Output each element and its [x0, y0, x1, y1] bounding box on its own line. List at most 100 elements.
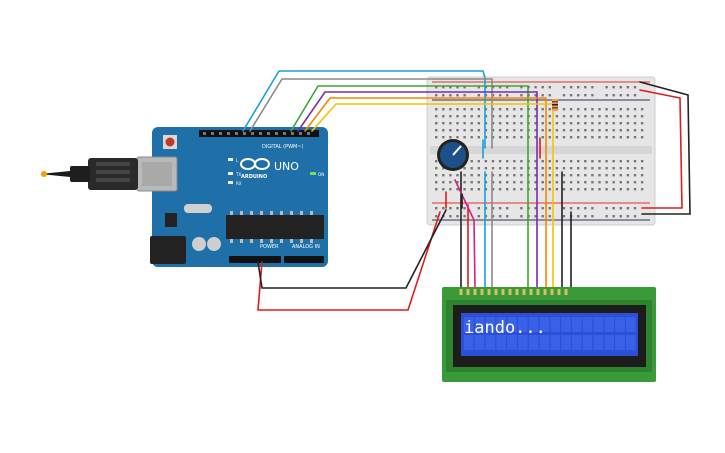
terminal-hole	[626, 122, 630, 125]
terminal-hole	[591, 174, 594, 177]
wire-red-rail[interactable]	[639, 89, 683, 209]
lcd-pin[interactable]	[473, 289, 477, 295]
terminal-hole	[484, 122, 488, 125]
terminal-hole	[626, 115, 630, 118]
lcd-pin[interactable]	[529, 289, 533, 295]
terminal-hole	[584, 167, 587, 170]
digital-pin[interactable]	[307, 132, 310, 135]
terminal-hole	[598, 122, 601, 125]
terminal-hole	[562, 122, 566, 125]
terminal-hole	[555, 122, 559, 125]
lcd-cell	[518, 335, 528, 350]
terminal-hole	[484, 136, 488, 139]
rail-hole	[463, 215, 466, 218]
digital-pin[interactable]	[203, 132, 206, 135]
terminal-hole	[498, 188, 502, 191]
terminal-hole	[442, 129, 445, 132]
digital-pin[interactable]	[259, 132, 262, 135]
terminal-hole	[541, 136, 544, 139]
wire-black-gnd[interactable]	[257, 209, 447, 289]
terminal-hole	[534, 136, 537, 139]
rail-hole	[534, 86, 537, 89]
terminal-hole	[506, 108, 509, 111]
potentiometer-knob-icon[interactable]	[437, 139, 469, 171]
digital-pin[interactable]	[219, 132, 222, 135]
digital-pin[interactable]	[251, 132, 254, 135]
lcd-pin[interactable]	[501, 289, 505, 295]
lcd-pin[interactable]	[536, 289, 540, 295]
lcd-character-cells	[464, 317, 636, 350]
terminal-hole	[577, 160, 580, 163]
terminal-hole	[435, 160, 438, 163]
resistor-icon[interactable]	[552, 99, 558, 111]
terminal-hole	[435, 181, 438, 184]
terminal-hole	[513, 167, 516, 170]
terminal-hole	[477, 181, 480, 184]
rail-hole	[442, 86, 445, 89]
wire-blue[interactable]	[242, 70, 486, 149]
digital-pin[interactable]	[243, 132, 246, 135]
lcd-pin[interactable]	[487, 289, 491, 295]
lcd-pin[interactable]	[494, 289, 498, 295]
digital-pin[interactable]	[211, 132, 214, 135]
terminal-hole	[491, 122, 495, 125]
lcd-pin[interactable]	[508, 289, 512, 295]
lcd-pin[interactable]	[459, 289, 463, 295]
digital-pin[interactable]	[275, 132, 278, 135]
terminal-hole	[598, 174, 601, 177]
digital-pin[interactable]	[299, 132, 302, 135]
lcd-pin[interactable]	[466, 289, 470, 295]
wire-orange[interactable]	[304, 97, 547, 289]
lcd-pin[interactable]	[480, 289, 484, 295]
terminal-hole	[562, 181, 566, 184]
terminal-hole	[470, 108, 473, 111]
digital-pin[interactable]	[283, 132, 286, 135]
rail-hole	[584, 86, 587, 89]
terminal-hole	[491, 136, 495, 139]
wire-magenta[interactable]	[454, 179, 476, 289]
wire-purple[interactable]	[297, 91, 538, 289]
terminal-hole	[513, 129, 516, 132]
terminal-hole	[477, 188, 480, 191]
terminal-hole	[520, 115, 523, 118]
terminal-hole	[435, 188, 438, 191]
wire-black-rail[interactable]	[639, 81, 691, 215]
reset-button[interactable]	[165, 137, 175, 147]
lcd-pin[interactable]	[515, 289, 519, 295]
wire-red-5v[interactable]	[257, 211, 441, 311]
arduino-uno-board[interactable]: UNO ARDUINO DIGITAL (PWM~) POWER ANALOG …	[136, 127, 328, 267]
lcd-pin[interactable]	[564, 289, 568, 295]
wire-gray[interactable]	[249, 78, 493, 149]
lcd-cell	[474, 335, 485, 350]
breadboard[interactable]	[426, 76, 656, 226]
digital-pin[interactable]	[291, 132, 294, 135]
terminal-hole	[569, 108, 573, 111]
usb-cable-icon[interactable]	[40, 158, 138, 190]
wire-green[interactable]	[290, 85, 529, 289]
terminal-hole	[435, 167, 438, 170]
lcd-pin[interactable]	[522, 289, 526, 295]
terminal-hole	[605, 160, 608, 163]
terminal-hole	[520, 167, 523, 170]
terminal-hole	[562, 160, 566, 163]
terminal-hole	[442, 122, 445, 125]
lcd-pin[interactable]	[557, 289, 561, 295]
rail-hole	[612, 86, 615, 89]
rail-hole	[569, 86, 573, 89]
digital-pin[interactable]	[267, 132, 270, 135]
terminal-hole	[477, 174, 480, 177]
rail-hole	[498, 207, 502, 210]
wire-yellow[interactable]	[311, 103, 554, 289]
lcd-16x2-module[interactable]: iando...	[442, 287, 656, 382]
terminal-hole	[548, 160, 551, 163]
digital-pin[interactable]	[227, 132, 230, 135]
digital-pin[interactable]	[235, 132, 238, 135]
terminal-hole	[484, 181, 488, 184]
lcd-cell	[582, 317, 593, 332]
rail-hole	[619, 94, 622, 97]
power-label: POWER	[260, 244, 279, 250]
lcd-pin[interactable]	[550, 289, 554, 295]
lcd-cell	[615, 335, 625, 350]
lcd-pin[interactable]	[543, 289, 547, 295]
